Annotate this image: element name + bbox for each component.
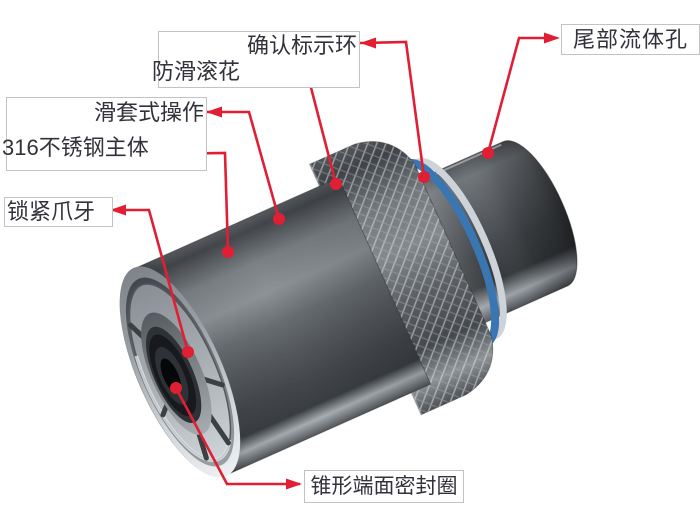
label-locking-claws: 锁紧爪牙 [4, 197, 113, 227]
label-anti-slip-knurl: 防滑滚花 [152, 59, 241, 84]
fitting-assembly [119, 140, 578, 478]
dot-tail-fluid-port [482, 147, 494, 159]
dot-confirm-ring [418, 171, 430, 183]
front-face [119, 266, 241, 478]
arrowhead-cone-face-seal [286, 478, 302, 490]
dot-sleeve-operation [273, 213, 285, 225]
arrowhead-sleeve-operation [206, 106, 222, 118]
label-confirm-ring: 确认标示环 [246, 33, 357, 58]
leader-tail-fluid-port [486, 36, 556, 154]
label-ss316-body: 316不锈钢主体 [2, 135, 149, 160]
collet-highlight [134, 355, 232, 462]
label-box-left: 滑套式操作 316不锈钢主体 [2, 97, 207, 171]
leader-cone-face-seal [174, 387, 300, 486]
dot-ss316-body [222, 246, 234, 258]
arrowhead-tail-fluid-port [544, 32, 560, 44]
knurl-pattern [309, 141, 493, 415]
arrowhead-confirm-ring [360, 37, 376, 49]
dot-anti-slip-knurl [330, 178, 342, 190]
leader-sleeve-operation [206, 110, 281, 220]
label-box-top: 确认标示环 防滑滚花 [152, 31, 360, 88]
leader-markers [110, 32, 560, 490]
label-cone-face-seal: 锥形端面密封圈 [304, 470, 464, 503]
label-tail-fluid-port: 尾部流体孔 [561, 24, 700, 55]
label-sleeve-operation: 滑套式操作 [93, 100, 204, 125]
dot-locking-claws [182, 346, 194, 358]
dot-cone-face-seal [170, 382, 182, 394]
arrowhead-locking-claws [110, 204, 126, 216]
